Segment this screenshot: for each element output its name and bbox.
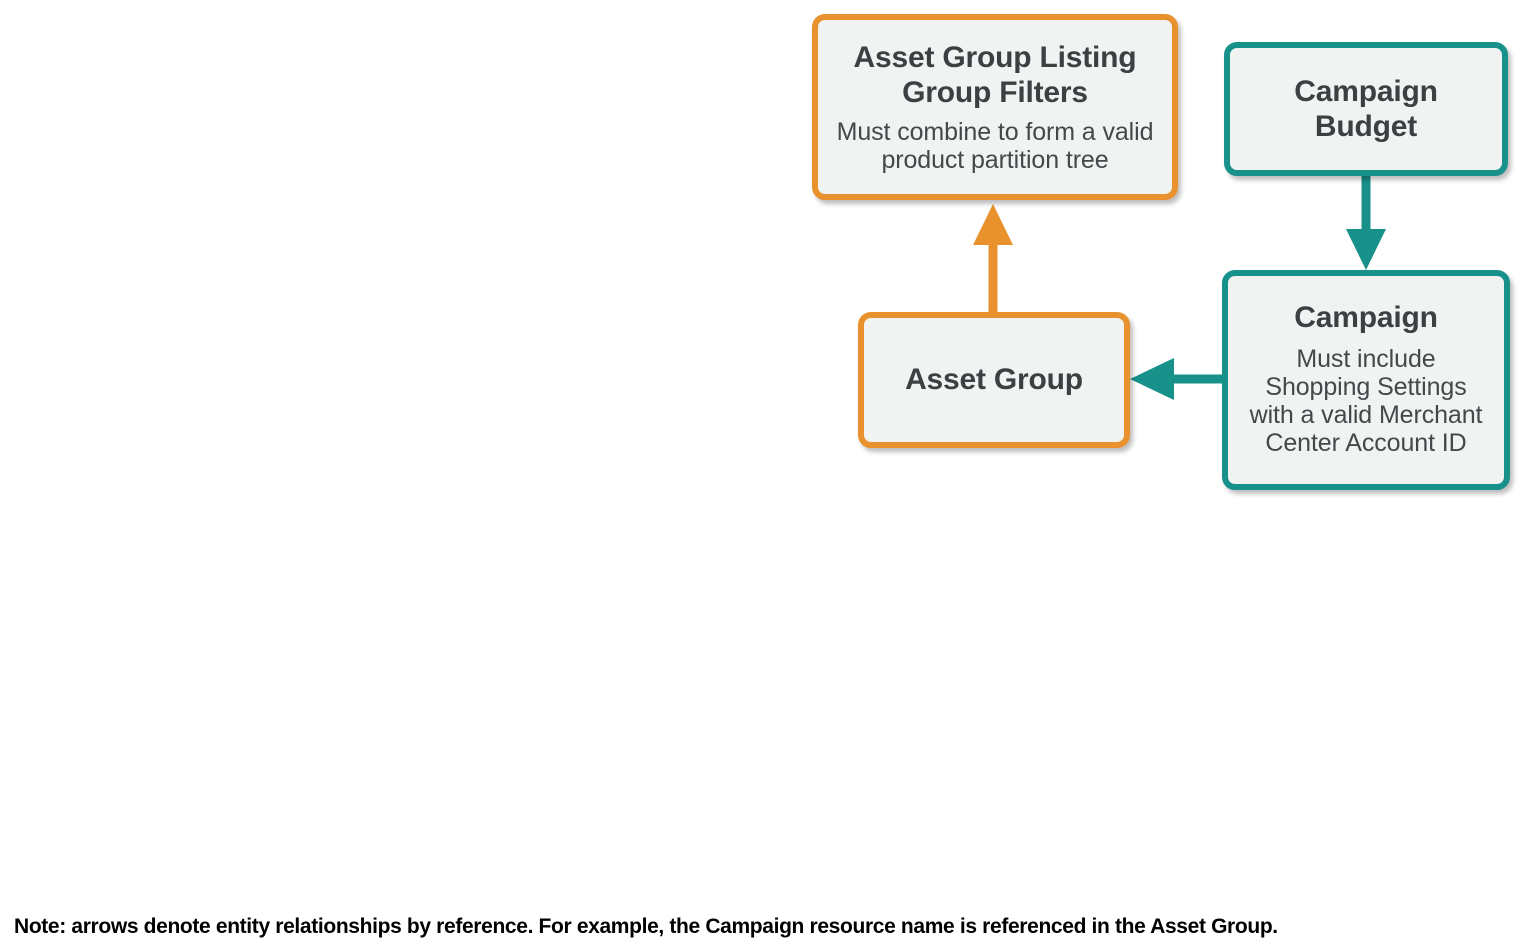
diagram-footer-note: Note: arrows denote entity relationships… xyxy=(14,915,1278,938)
arrowhead-teal-left xyxy=(1130,358,1174,400)
node-title-campaign: Campaign xyxy=(1294,301,1438,334)
node-asset-group-listing-group-filters[interactable]: Asset Group Listing Group Filters Must c… xyxy=(812,14,1178,200)
node-subtitle-campaign: Must include Shopping Settings with a va… xyxy=(1249,345,1483,458)
node-subtitle-asset-group-listing-group-filters: Must combine to form a valid product par… xyxy=(836,118,1154,175)
edge-campaign-to-asset-group xyxy=(1130,358,1222,400)
edge-campaign-budget-to-campaign xyxy=(1346,176,1386,270)
edge-asset-group-to-listing-group-filters xyxy=(973,204,1013,312)
node-title-campaign-budget: Campaign Budget xyxy=(1294,74,1438,143)
node-title-asset-group: Asset Group xyxy=(905,363,1083,397)
node-campaign[interactable]: Campaign Must include Shopping Settings … xyxy=(1222,270,1510,490)
arrowhead-teal-down xyxy=(1346,229,1386,270)
node-title-asset-group-listing-group-filters: Asset Group Listing Group Filters xyxy=(853,40,1137,109)
node-asset-group[interactable]: Asset Group xyxy=(858,312,1130,448)
arrowhead-orange-up xyxy=(973,204,1013,245)
node-campaign-budget[interactable]: Campaign Budget xyxy=(1224,42,1508,176)
